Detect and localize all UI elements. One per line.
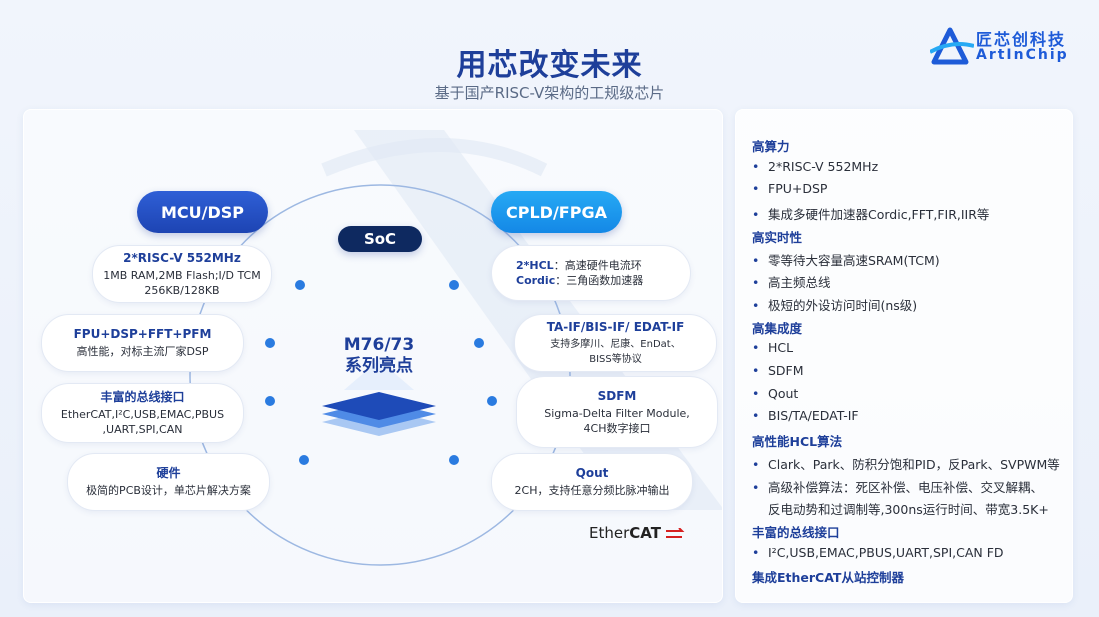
card-line: BISS等协议: [589, 353, 642, 365]
card-title: 硬件: [156, 466, 181, 480]
list-item: •高主频总线: [752, 275, 831, 290]
card-line: 4CH数字接口: [583, 421, 651, 435]
card-line: Sigma-Delta Filter Module,: [544, 406, 690, 420]
list-item: •高级补偿算法：死区补偿、电压补偿、交叉解耦、: [752, 480, 1044, 495]
feature-card-encoders: TA-IF/BIS-IF/ EDAT-IF 支持多摩川、尼康、EnDat、 BI…: [514, 314, 717, 372]
card-title: Qout: [575, 466, 609, 480]
architecture-diagram-panel: MCU/DSP CPLD/FPGA SoC M76/73 系列亮点 2*RISC…: [23, 109, 723, 603]
ethercat-logo-part1: Ether: [589, 524, 630, 542]
soc-pill: SoC: [338, 226, 422, 252]
feature-card-cpu: 2*RISC-V 552MHz 1MB RAM,2MB Flash;I/D TC…: [92, 245, 272, 303]
ring-node: [265, 396, 275, 406]
list-item: •HCL: [752, 340, 794, 355]
ring-node: [299, 455, 309, 465]
page-title: 用芯改变未来: [456, 48, 643, 83]
feature-card-dsp: FPU+DSP+FFT+PFM 高性能，对标主流厂家DSP: [41, 314, 244, 372]
card-title: SDFM: [597, 388, 637, 403]
ring-node: [449, 280, 459, 290]
section-title: 丰富的总线接口: [752, 525, 840, 540]
ethercat-logo-part2: CAT: [629, 524, 661, 542]
card-line: Cordic：三角函数加速器: [516, 273, 690, 288]
series-highlight: 系列亮点: [345, 356, 413, 376]
section-title: 高性能HCL算法: [752, 434, 843, 449]
cordic-desc: ：三角函数加速器: [555, 274, 644, 287]
series-model: M76/73: [343, 335, 415, 355]
list-item: •SDFM: [752, 363, 804, 378]
ring-node: [295, 280, 305, 290]
feature-list-panel: 高算力 •2*RISC-V 552MHz •FPU+DSP •集成多硬件加速器C…: [735, 109, 1073, 603]
card-title: 丰富的总线接口: [100, 389, 185, 404]
list-item: •2*RISC-V 552MHz: [752, 159, 879, 174]
section-title: 高算力: [752, 139, 790, 154]
logo-text-en: ArtInChip: [976, 47, 1069, 63]
list-item: •BIS/TA/EDAT-IF: [752, 408, 859, 423]
list-item: •Qout: [752, 386, 799, 401]
ring-node: [474, 338, 484, 348]
feature-card-qout: Qout 2CH，支持任意分频比脉冲输出: [491, 453, 693, 511]
card-line: 高性能，对标主流厂家DSP: [76, 345, 209, 358]
ethercat-logo: EtherCAT: [589, 524, 688, 542]
card-line: EtherCAT,I²C,USB,EMAC,PBUS: [60, 407, 225, 421]
soc-ring: [189, 184, 571, 566]
list-item: •零等待大容量高速SRAM(TCM): [752, 253, 940, 268]
list-item: •极短的外设访问时间(ns级): [752, 298, 918, 313]
card-title: FPU+DSP+FFT+PFM: [73, 327, 212, 341]
card-line: 2*HCL：高速硬件电流环: [516, 258, 690, 273]
hcl-key: 2*HCL: [516, 259, 554, 272]
card-line: ,UART,SPI,CAN: [102, 422, 183, 436]
card-title: 2*RISC-V 552MHz: [123, 250, 241, 265]
card-line: 1MB RAM,2MB Flash;I/D TCM: [103, 268, 261, 282]
card-title: TA-IF/BIS-IF/ EDAT-IF: [546, 319, 685, 334]
card-line: 支持多摩川、尼康、EnDat、: [550, 338, 681, 350]
chip-stack-icon: [322, 360, 436, 436]
ring-node: [449, 455, 459, 465]
feature-card-hcl: 2*HCL：高速硬件电流环 Cordic：三角函数加速器: [491, 245, 691, 301]
hcl-desc: ：高速硬件电流环: [553, 259, 642, 272]
card-line: 极简的PCB设计，单芯片解决方案: [86, 484, 251, 497]
list-item: •FPU+DSP: [752, 181, 828, 196]
feature-card-bus: 丰富的总线接口 EtherCAT,I²C,USB,EMAC,PBUS ,UART…: [41, 383, 244, 443]
feature-card-sdfm: SDFM Sigma-Delta Filter Module, 4CH数字接口: [516, 376, 718, 448]
cpld-fpga-pill: CPLD/FPGA: [491, 191, 622, 233]
section-title: 集成EtherCAT从站控制器: [752, 570, 904, 585]
ring-node: [265, 338, 275, 348]
cordic-key: Cordic: [516, 274, 556, 287]
list-item-continuation: 反电动势和过调制等,300ns运行时间、带宽3.5K+: [768, 502, 1049, 517]
series-title: M76/73 系列亮点: [324, 335, 434, 377]
ring-node: [487, 396, 497, 406]
card-line: 2CH，支持任意分频比脉冲输出: [514, 484, 670, 497]
list-item: •I²C,USB,EMAC,PBUS,UART,SPI,CAN FD: [752, 545, 1004, 560]
logo-text-cn: 匠芯创科技: [976, 30, 1067, 49]
list-item: •集成多硬件加速器Cordic,FFT,FIR,IIR等: [752, 207, 990, 222]
brand-logo: 匠芯创科技 ArtInChip: [930, 26, 1080, 66]
page-subtitle: 基于国产RISC-V架构的工规级芯片: [434, 84, 665, 102]
feature-card-hardware: 硬件 极简的PCB设计，单芯片解决方案: [67, 453, 270, 511]
list-item: •Clark、Park、防积分饱和PID，反Park、SVPWM等: [752, 457, 1060, 472]
section-title: 高实时性: [752, 230, 803, 245]
mcu-dsp-pill: MCU/DSP: [137, 191, 268, 233]
ring-nodes: [265, 280, 497, 465]
card-line: 256KB/128KB: [144, 283, 220, 297]
ethercat-arrow-icon: [666, 526, 685, 538]
logo-mark-icon: [930, 27, 974, 65]
section-title: 高集成度: [752, 321, 803, 336]
